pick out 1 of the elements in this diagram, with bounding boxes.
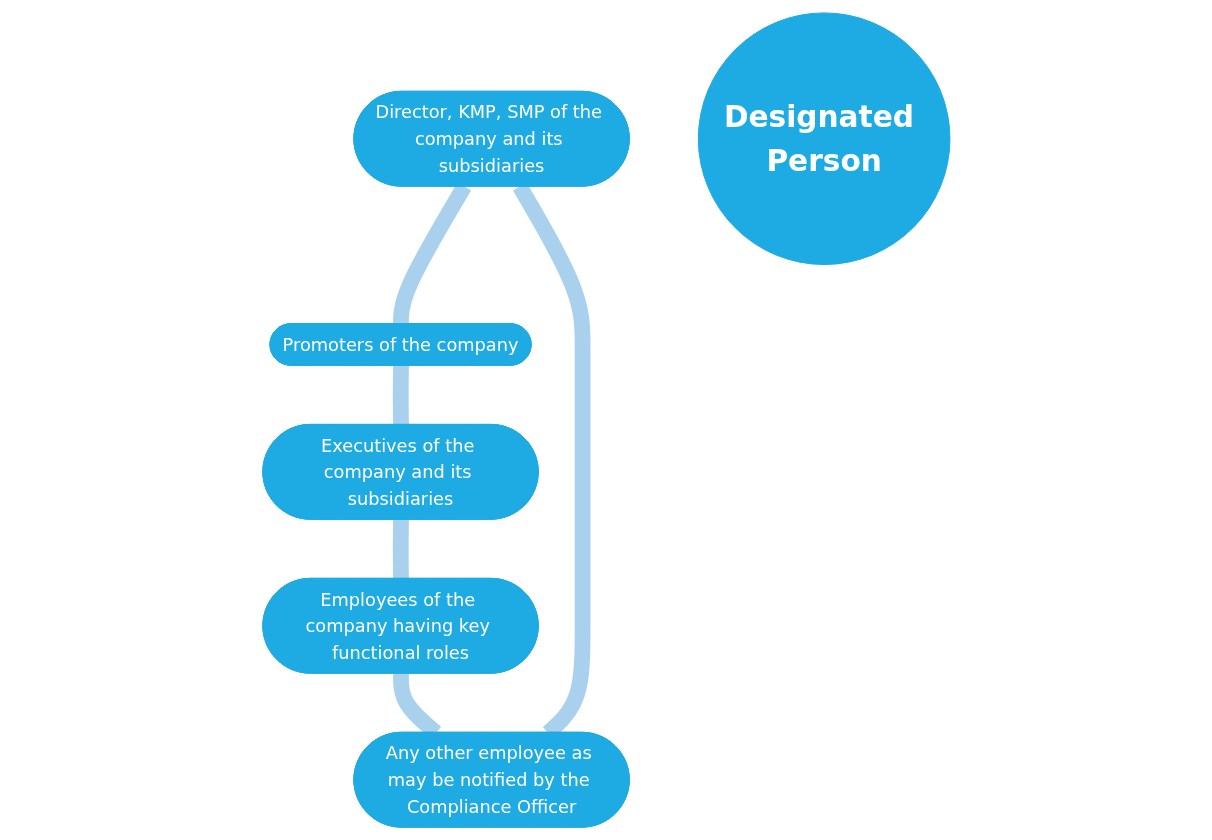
node-circle: Designated Person	[697, 12, 950, 266]
